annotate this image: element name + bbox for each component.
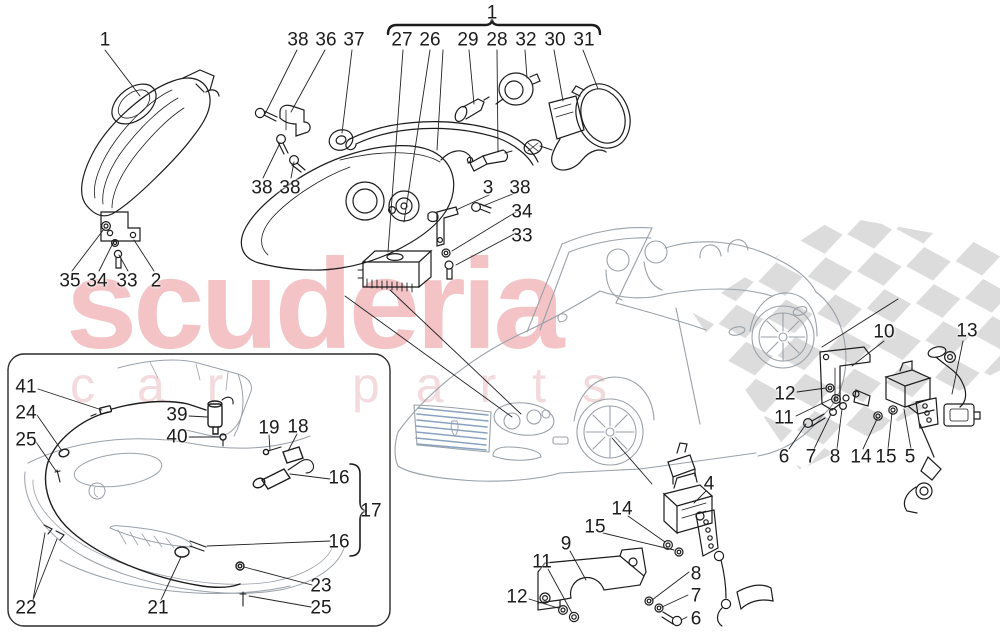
bulbs-and-sockets: [454, 72, 631, 172]
inset-bumper-art: [24, 359, 345, 595]
brace-17: [349, 463, 368, 557]
headlamp-assembly-left: [81, 69, 220, 269]
inset-washer-parts: [43, 396, 368, 607]
fixing-parts-top: [254, 104, 354, 173]
watermark: scuderia car parts: [66, 233, 643, 413]
watermark-sub-left-text: car: [70, 357, 265, 413]
l-bracket-group: [436, 202, 492, 280]
brace-1: [386, 18, 602, 36]
headlamp-exploded-center: [240, 121, 539, 293]
watermark-main-text: scuderia: [66, 233, 565, 376]
inset-border: [7, 353, 391, 627]
washer-system-inset: [7, 353, 391, 627]
leader-lines: [32, 49, 964, 621]
checkered-flag-graphic: [692, 216, 1000, 470]
car-illustration: [394, 227, 847, 482]
watermark-sub-right-text: parts: [352, 357, 643, 413]
front-sensor-group: [537, 442, 774, 627]
rear-sensor-group: [802, 346, 981, 514]
